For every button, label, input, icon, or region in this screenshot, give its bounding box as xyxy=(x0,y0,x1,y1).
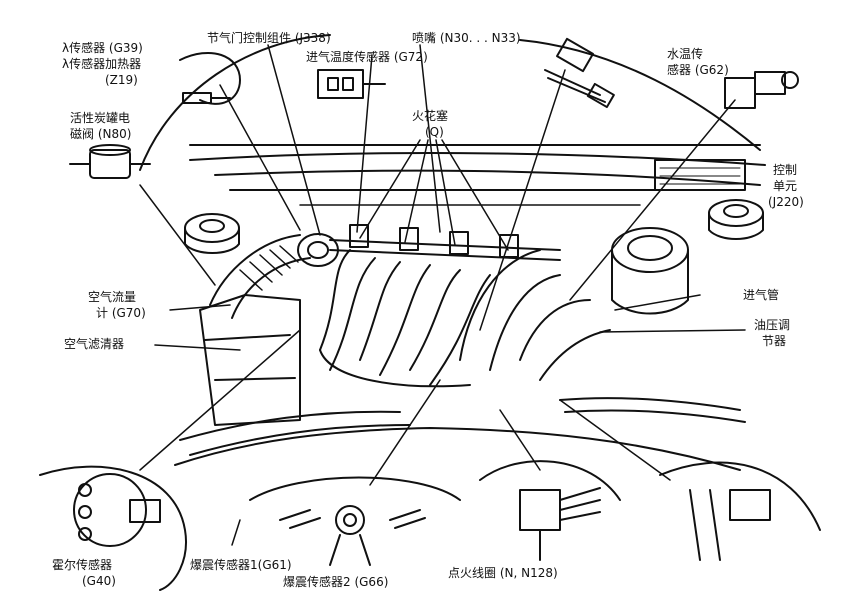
canister-valve-label-line2: 磁阀 (N80) xyxy=(70,127,132,141)
ignition-coil-label: 点火线圈 (N, N128) xyxy=(448,566,558,580)
left-strut-tower xyxy=(184,213,240,254)
brake-booster xyxy=(611,227,689,315)
ecu-label-line1: 控制 xyxy=(773,163,798,177)
intake-pipe-label: 进气管 xyxy=(743,288,780,302)
coolant-sensor-drawing xyxy=(724,71,799,109)
o2-sensor-label-line2: λ传感器加热器 xyxy=(62,57,142,71)
engine-lower-boundary-arc xyxy=(174,427,741,471)
right-strut-tower xyxy=(708,199,764,240)
canister-valve-label-line1: 活性炭罐电 xyxy=(70,111,131,125)
o2-sensor-label-line3: (Z19) xyxy=(105,73,138,87)
spark-plug-label-line2: (Q) xyxy=(425,125,444,139)
injector-drawing xyxy=(544,37,615,109)
hall-sensor-label-line1: 霍尔传感器 xyxy=(52,558,113,572)
intake-temp-sensor-label: 进气温度传感器 (G72) xyxy=(306,50,428,64)
knock-sensors-drawing xyxy=(279,505,426,566)
injector-label: 喷嘴 (N30. . . N33) xyxy=(412,31,521,45)
air-filter-box xyxy=(199,294,301,426)
air-filter-label: 空气滤清器 xyxy=(64,337,125,351)
throttle-unit-label: 节气门控制组件 (J338) xyxy=(207,31,331,45)
engine-boundary-arc xyxy=(139,34,761,171)
throttle-body xyxy=(297,233,339,267)
airflow-meter-label-line2: 计 (G70) xyxy=(96,306,146,320)
airflow-meter-label-line1: 空气流量 xyxy=(88,290,137,304)
coolant-sensor-label-line1: 水温传 xyxy=(667,47,704,61)
canister-valve-drawing xyxy=(69,144,151,179)
hall-sensor-label-line2: (G40) xyxy=(82,574,116,588)
intake-duct xyxy=(209,234,311,319)
ecu-label-line2: 单元 xyxy=(773,179,798,193)
o2-sensor-label-line1: λ传感器 (G39) xyxy=(62,41,143,55)
ignition-coil-drawing xyxy=(519,487,601,561)
lower-hoses xyxy=(179,397,746,456)
spark-plug-label-line1: 火花塞 xyxy=(412,109,449,123)
fuel-rail xyxy=(329,224,561,261)
knock-sensor-2-label: 爆震传感器2 (G66) xyxy=(283,575,389,589)
knock-sensor-1-label: 爆震传感器1(G61) xyxy=(190,558,292,572)
pressure-regulator-label-line1: 油压调 xyxy=(754,318,791,332)
intake-temp-sensor-drawing xyxy=(317,69,386,99)
inset-outlines xyxy=(39,460,821,591)
coolant-sensor-label-line2: 感器 (G62) xyxy=(667,63,729,77)
hall-sensor-drawing xyxy=(73,473,161,547)
exhaust-manifold xyxy=(459,249,611,381)
engine-top-panel xyxy=(189,144,766,206)
pressure-regulator-label-line2: 节器 xyxy=(762,334,787,348)
intake-manifold xyxy=(319,249,491,388)
right-inset-drawing xyxy=(689,489,771,561)
leader-lines xyxy=(139,44,746,546)
control-unit-block xyxy=(654,159,746,191)
ecu-label-line3: (J220) xyxy=(768,195,804,209)
o2-sensor-drawing xyxy=(179,51,241,105)
